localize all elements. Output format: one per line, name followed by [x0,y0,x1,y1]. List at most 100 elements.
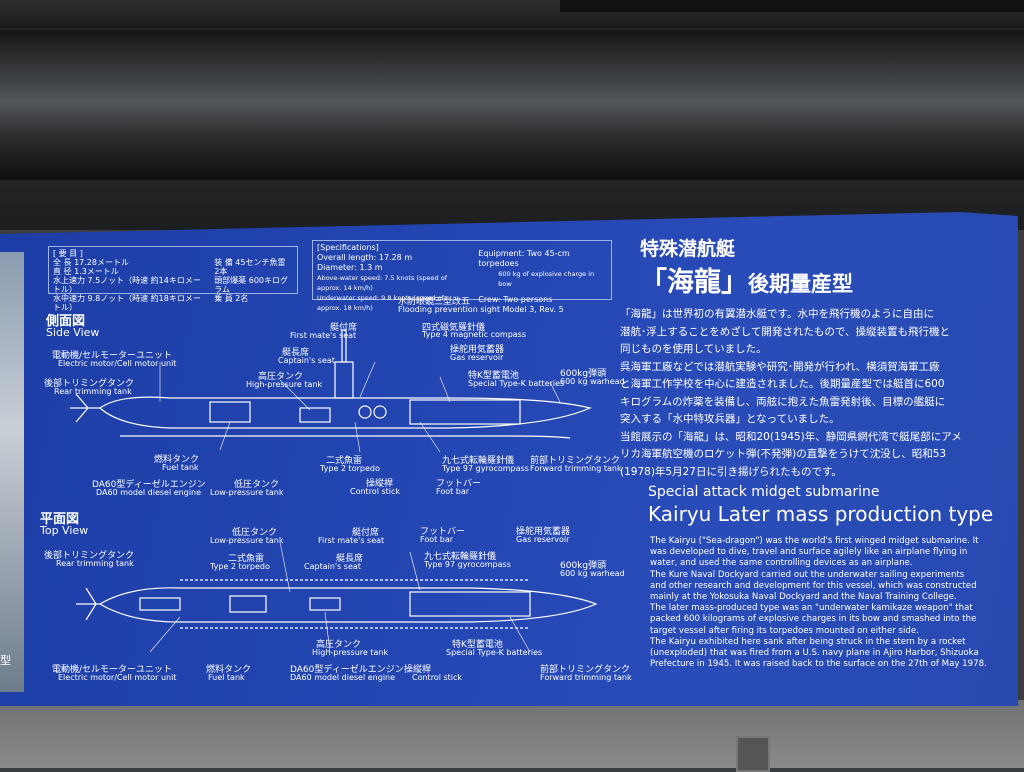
spec-jp-line: 頭部爆薬 600キログラム [214,276,288,294]
body-jp-line: 突入する「水中特攻兵器」となっていました。 [620,413,840,425]
label-en: Type 97 gyrocompass [442,464,529,473]
label-en: 600 kg warhead [560,377,625,386]
body-en-line: mainly at the Yokosuka Naval Dockyard an… [650,592,957,603]
label-jp: 前部トリミングタンク [540,665,631,675]
body-en-line: was developed to dive, travel and surfac… [650,547,968,558]
body-jp-line: (1978)年5月27日に引き揚げられたものです。 [620,465,842,478]
body-jp-line: リカ海軍航空機のロケット弾(不発弾)の直撃をうけて沈没し、昭和53 [620,448,947,460]
background-floor [0,700,1024,768]
body-jp-line: 同じものを使用していました。 [620,343,767,355]
spec-en-line: Overall length: 17.28 m [317,253,413,262]
label-en: First mate's seat [318,536,385,545]
label-en: Control stick [350,487,401,496]
label-jp: 600kg弾頭 [560,369,607,379]
spec-jp-line: 全 長 17.28メートル [53,258,129,267]
label-en: DA60 model diesel engine [290,673,396,682]
label-jp: 電動機/セルモーターユニット [52,665,173,675]
spec-en-crew: Crew: Two persons [478,295,553,304]
label-jp: 艇付席 [330,323,358,333]
spec-en-line: Underwater speed: 9.8 knots (speed of ap… [317,294,444,312]
body-en-line: water, and used the same controlling dev… [650,558,913,569]
spec-en-equipment-note: 600 kg of explosive charge in bow [498,270,595,288]
label-en: Rear trimming tank [54,387,132,396]
spec-jp-line: 乗 員 2名 [214,294,249,303]
label-jp: 低圧タンク [232,528,278,538]
label-en: First mate's seat [290,331,357,340]
label-jp: 電動機/セルモーターユニット [52,351,173,361]
label-jp: 操縦桿 [366,479,394,489]
spec-jp-line: 装 備 45センチ魚雷 2本 [214,258,286,276]
side-view-title-en: Side View [46,326,100,339]
label-en: Forward trimming tank [530,464,622,473]
label-jp: 艇付席 [352,528,380,538]
body-jp: 「海龍」は世界初の有翼潜水艇です。水中を飛行機のように自由に 潜航･浮上すること… [620,306,990,481]
label-jp: 操縦桿 [404,665,432,675]
body-jp-line: と海軍工作学校を中心に建造されました。後期量産型では艇首に600 [620,378,945,390]
label-jp: 特K型蓄電池 [468,371,519,381]
photo-caption: 型 [0,654,11,667]
label-jp: 後部トリミングタンク [44,379,135,389]
label-en: Type 97 gyrocompass [424,560,511,569]
label-en: Captain's seat [304,562,361,571]
side-view-title-jp: 側面図 [46,314,86,329]
label-jp: 低圧タンク [234,480,280,490]
title-jp-line2: 「海龍」後期量産型 [640,260,853,299]
submarine-diagrams [70,329,598,653]
label-en: DA60 model diesel engine [96,488,202,497]
label-en: Control stick [412,673,463,682]
body-en-line: The Kairyu exhibited here sank after bei… [650,636,966,647]
spec-jp-line: 水上速力 7.5ノット（時速 約14キロメートル） [53,276,201,294]
label-jp: 特K型蓄電池 [452,640,503,650]
label-jp: 九七式転輪羅針儀 [442,456,515,466]
top-view-drawing [76,579,598,629]
body-en-line: The Kairyu ("Sea-dragon") was the world'… [650,536,979,546]
body-en-line: (unexploded) that was fired from a U.S. … [650,648,979,659]
title-en-sub: Special attack midget submarine [648,484,880,500]
label-en: Type 2 torpedo [320,464,380,473]
label-en: Rear trimming tank [56,559,134,568]
title-en-main: Kairyu Later mass production type [648,502,994,526]
photo-strip [0,252,24,692]
label-en: Special Type-K batteries [468,379,565,388]
spec-jp-line: 水中速力 9.8ノット（時速 約18キロメートル） [53,294,201,312]
body-en-line: The later mass-produced type was an "und… [650,603,973,614]
leader-lines [149,361,561,653]
spec-jp-line: 直 径 1.3メートル [53,267,119,276]
spec-en-line: Diameter: 1.3 m [317,263,383,272]
label-en: Foot bar [420,535,454,544]
spec-box-jp: [ 要 目 ] 全 長 17.28メートル 直 径 1.3メートル 水上速力 7… [48,246,298,312]
label-jp: 九七式転輪羅針儀 [424,552,497,562]
body-jp-line: キログラムの炸薬を装備し、両舷に抱えた魚雷発射後、目標の艦艇に [620,395,946,408]
body-jp-line: 当館展示の「海龍」は、昭和20(1945)年、静岡県網代湾で艇尾部にアメ [620,430,962,443]
spec-jp-header: [ 要 目 ] [53,249,83,258]
label-en: Special Type-K batteries [446,648,543,657]
label-en: Electric motor/Cell motor unit [58,359,177,368]
body-jp-line: 潜航･浮上することをめざして開発されたもので、操縦装置も飛行機と [620,325,951,338]
label-jp: フットバー [436,479,482,489]
body-jp-line: 呉海軍工廠などでは潜航実験や研究･開発が行われ、横須賀海軍工廠 [620,360,940,373]
spec-en-equipment: Equipment: Two 45-cm torpedoes [478,249,570,268]
top-view-title-en: Top View [40,524,89,537]
label-jp: 艇長席 [282,348,310,358]
label-jp: フットバー [420,527,466,537]
label-en: Captain's seat [278,356,335,365]
background-pipe [0,30,1024,180]
mount-bracket [736,736,770,772]
label-jp: 燃料タンク [206,665,252,675]
label-en: High-pressure tank [246,380,323,389]
spec-en-line: Above-water speed: 7.5 knots (speed of a… [317,274,447,292]
title-jp-name: 「海龍」 [640,267,748,298]
label-jp: 燃料タンク [154,455,200,465]
background-rail [560,0,1024,12]
info-board: 型 [ 要 目 ] 全 長 17.28メートル 直 径 1.3メートル 水上速力… [0,212,1018,706]
label-jp: 艇長席 [336,554,364,564]
label-en: Flooding prevention sight Model 3, Rev. … [398,305,564,314]
label-en: Fuel tank [208,673,245,682]
body-jp-line: 「海龍」は世界初の有翼潜水艇です。水中を飛行機のように自由に [620,308,934,320]
label-en: Low-pressure tank [210,536,284,545]
label-jp: DA60型ディーゼルエンジン [92,480,206,490]
body-en: The Kairyu ("Sea-dragon") was the world'… [650,536,990,670]
label-en: Gas reservoir [516,535,570,544]
body-en-line: packed 600 kilograms of explosive charge… [650,614,977,625]
label-jp: 高圧タンク [316,640,362,650]
